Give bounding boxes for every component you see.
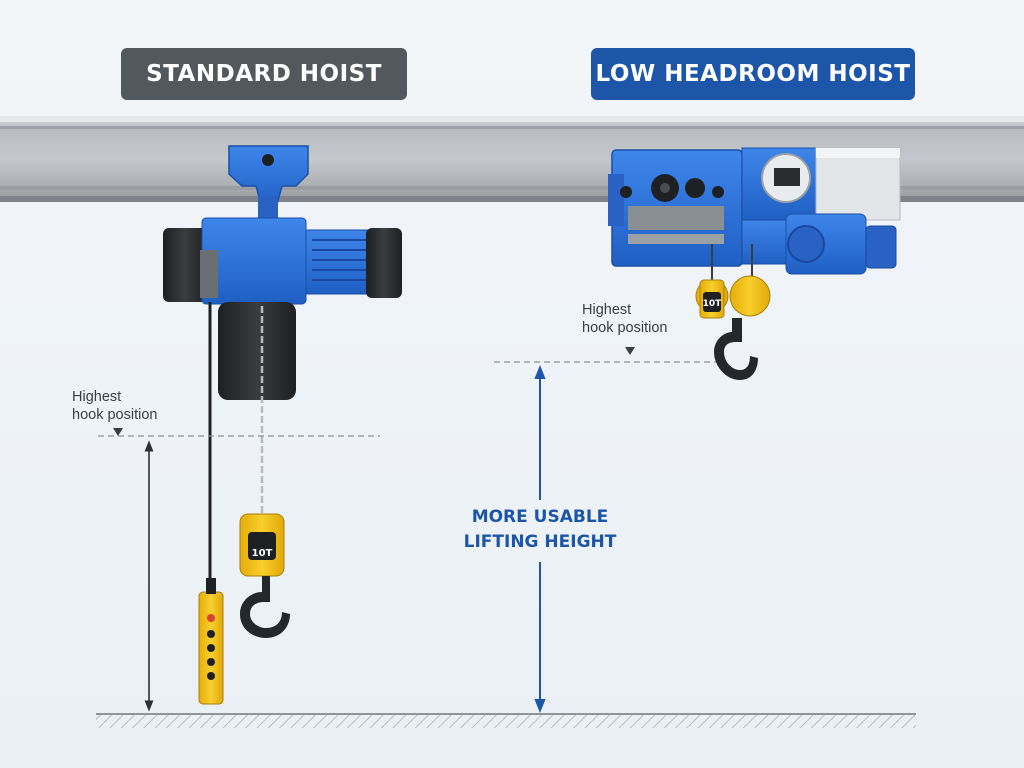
standard-hoist: [163, 145, 402, 705]
low-headroom-hoist-heading: LOW HEADROOM HOIST: [591, 48, 915, 100]
low-hook-position-label: Highest hook position: [582, 301, 667, 337]
standard-hook-label-line2: hook position: [72, 407, 158, 423]
callout-line1: MORE USABLE: [471, 507, 609, 527]
standard-hook-marker-icon: [113, 428, 123, 436]
low-hook-label-line2: hook position: [582, 320, 668, 336]
usable-height-callout: MORE USABLE LIFTING HEIGHT: [440, 505, 640, 555]
low-hook-label-line1: Highest: [582, 302, 632, 318]
low-hook-marker-icon: [625, 347, 635, 355]
standard-hoist-heading: STANDARD HOIST: [121, 48, 407, 100]
standard-hook-position-label: Highest hook position: [72, 388, 157, 424]
low-headroom-capacity-tag: 10T: [703, 299, 723, 309]
standard-capacity-tag: 10T: [252, 548, 273, 559]
standard-hook-label-line1: Highest: [72, 389, 122, 405]
low-headroom-hoist: [608, 147, 901, 380]
callout-line2: LIFTING HEIGHT: [463, 532, 617, 552]
floor-line: [96, 713, 916, 728]
